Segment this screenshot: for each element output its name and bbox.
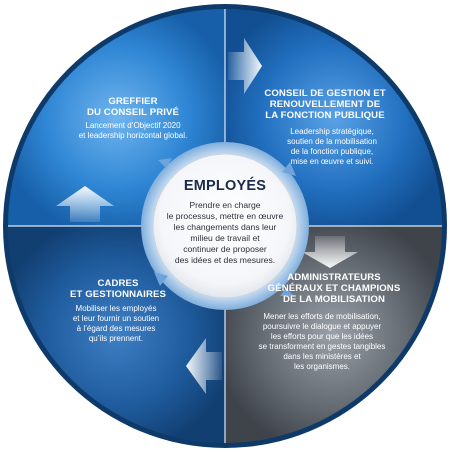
center-title: EMPLOYÉS (183, 178, 267, 194)
arrow-down-icon (302, 236, 358, 268)
ring-arrow-icon (154, 272, 168, 286)
quadrant-bottom-right-body: Mener les efforts de mobilisation, pours… (258, 312, 386, 371)
arrow-up-icon (56, 186, 114, 222)
quadrant-bottom-left-title: CADRES ET GESTIONNAIRES (70, 278, 166, 300)
quadrant-bottom-right-title: ADMINISTRATEURS GÉNÉRAUX ET CHAMPIONS DE… (267, 272, 401, 305)
quadrant-bottom-left-body: Mobiliser les employés et leur fournir u… (72, 304, 160, 343)
quadrant-top-right-body: Leadership stratégique, soutien de la mo… (287, 127, 377, 166)
center-disc (152, 153, 298, 299)
quadrant-top-left-title: GREFFIER DU CONSEIL PRIVÉ (86, 96, 180, 118)
ring-arrow-icon (158, 158, 172, 168)
ring-arrow-icon (282, 162, 296, 176)
center-body: Prendre en charge le processus, mettre e… (166, 200, 284, 265)
arrow-right-icon (228, 38, 262, 94)
quadrant-top-right-title: CONSEIL DE GESTION ET RENOUVELLEMENT DE … (264, 88, 386, 121)
arrow-left-icon (186, 338, 222, 394)
quadrant-top-left-body: Lancement d’Objectif 2020 et leadership … (78, 121, 188, 140)
ring-arrow-icon (280, 288, 294, 296)
